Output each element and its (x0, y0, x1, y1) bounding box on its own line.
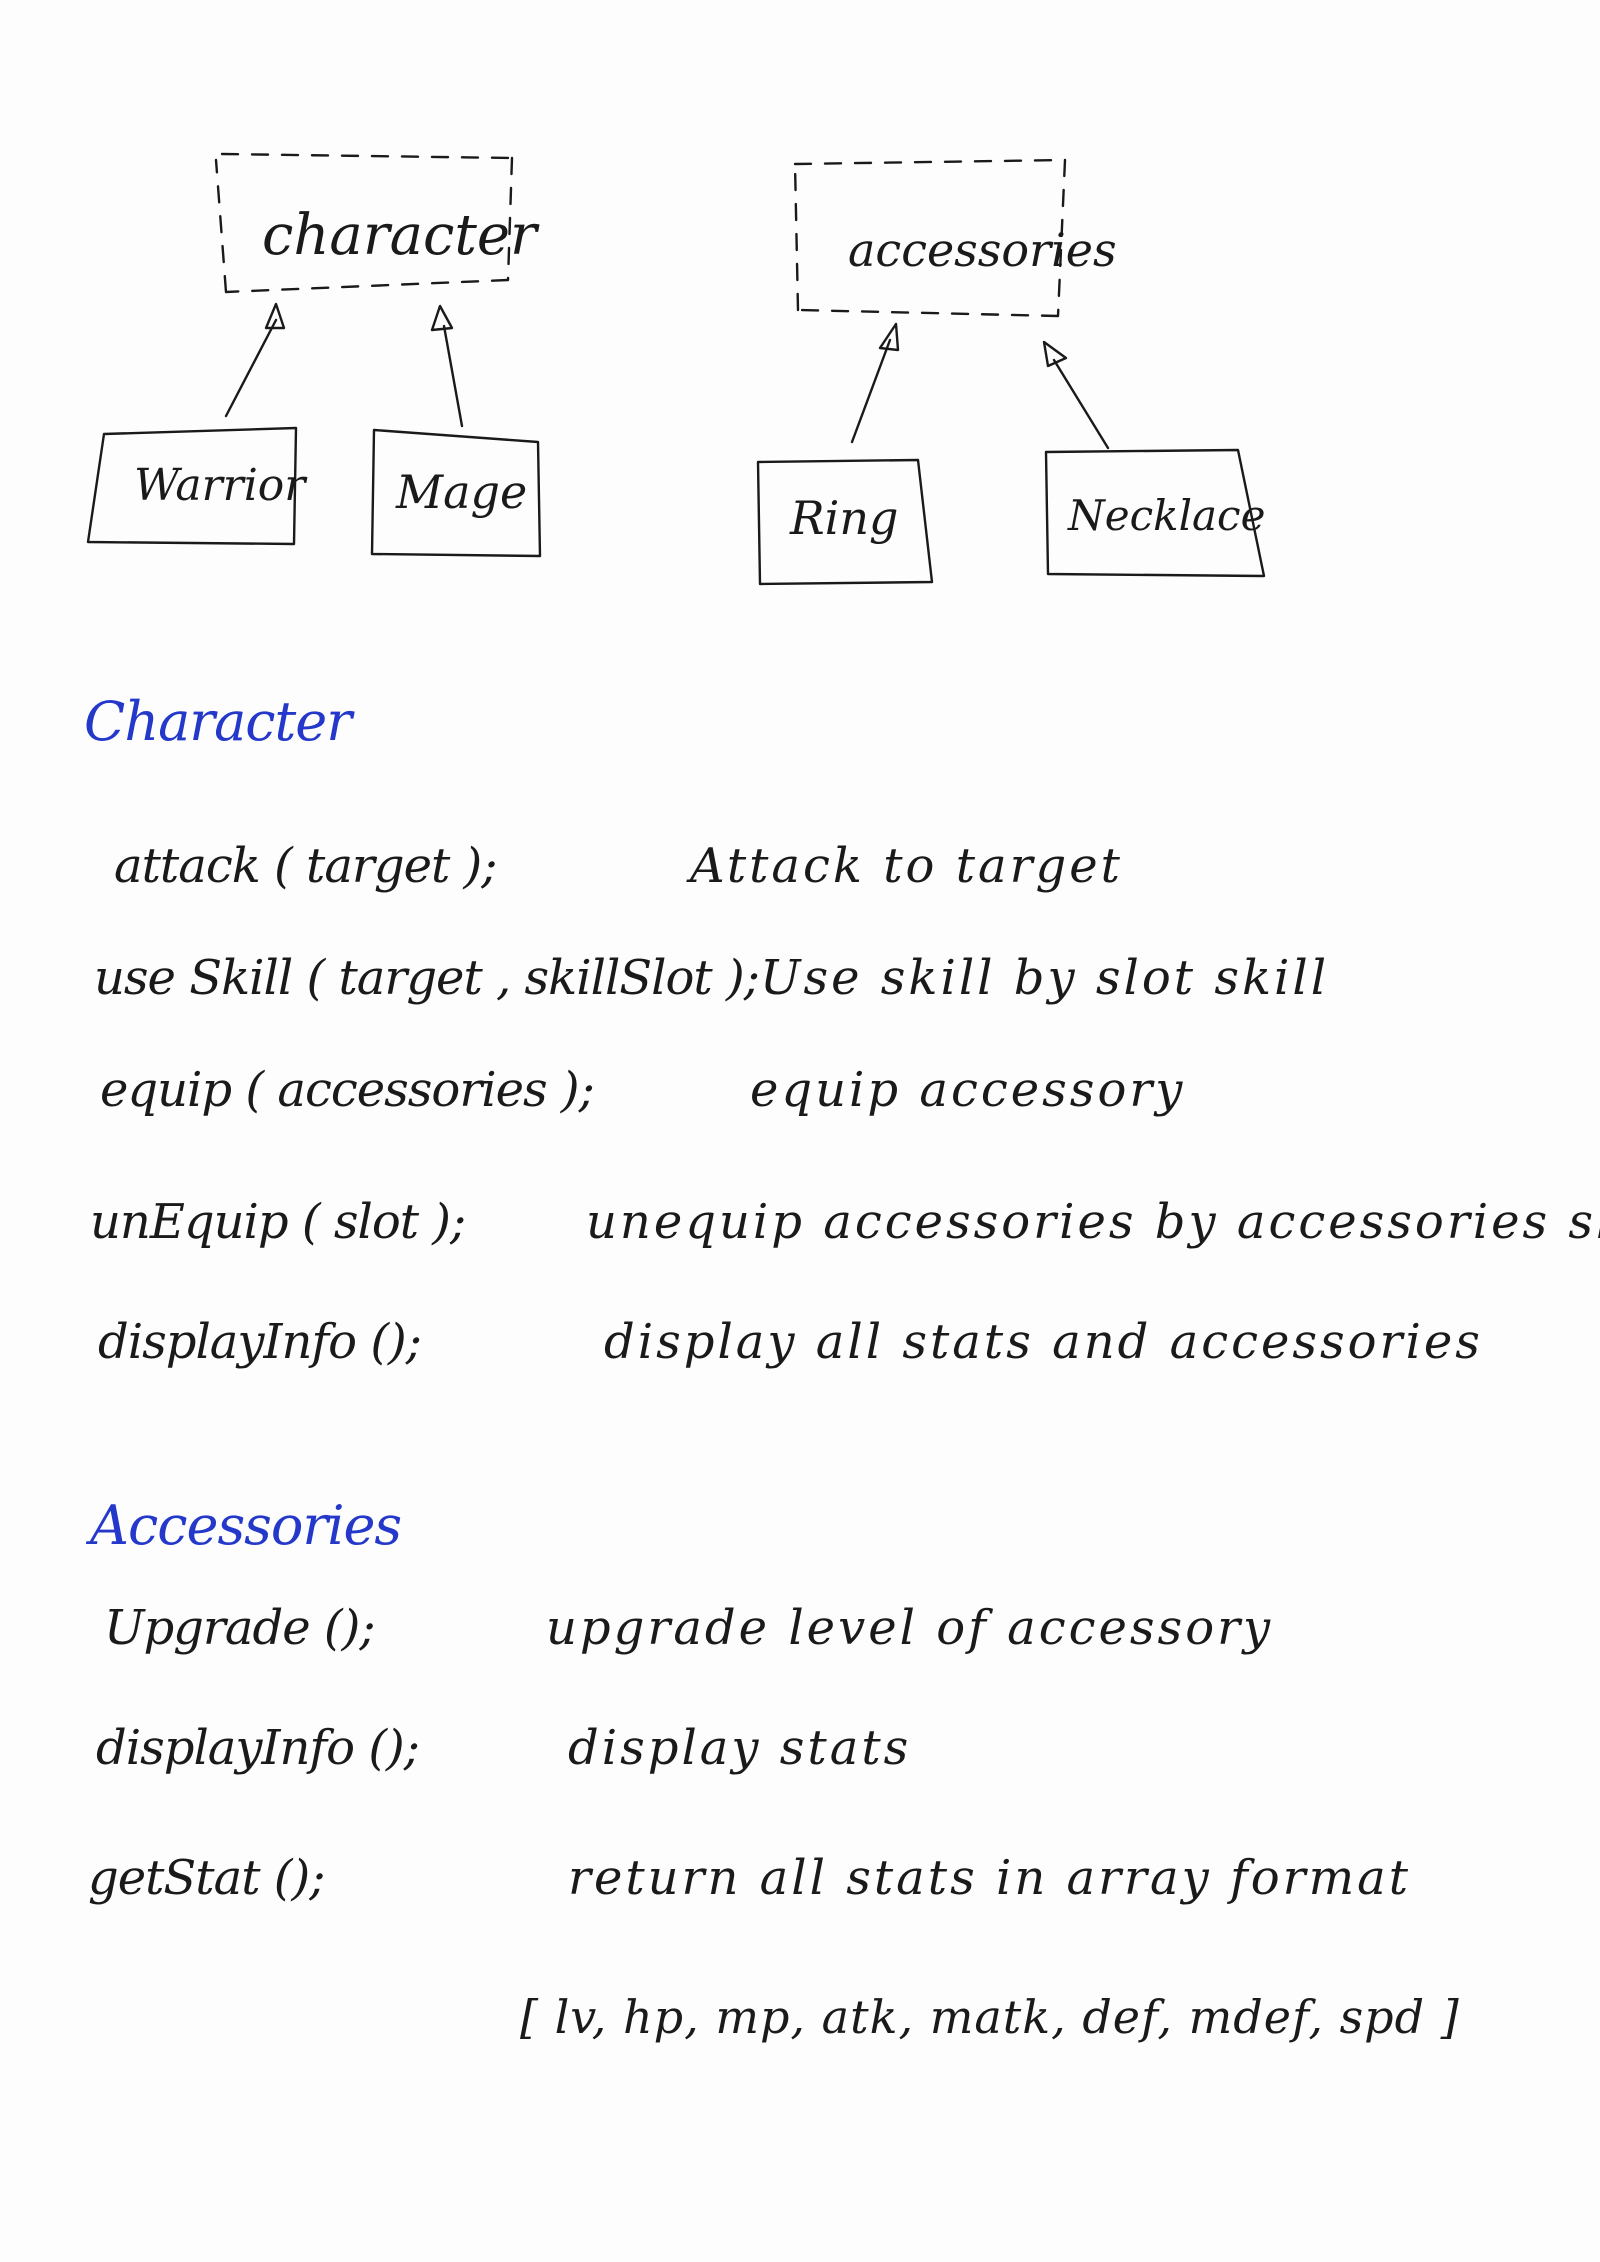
method-signature: attack ( target ); (114, 838, 497, 894)
method-description: upgrade level of accessory (546, 1600, 1274, 1656)
method-row: unEquip ( slot ); unequip accessories by… (0, 1198, 1600, 1278)
arrow-warrior-to-character (224, 302, 286, 418)
interface-accessories-border (793, 158, 1067, 318)
method-row: getStat (); return all stats in array fo… (0, 1854, 1600, 1934)
class-necklace-label: Necklace (1067, 491, 1265, 540)
method-row: use Skill ( target , skillSlot ); Use sk… (0, 954, 1600, 1034)
class-warrior: Warrior (86, 426, 308, 546)
class-ring-label: Ring (789, 491, 898, 545)
method-row: displayInfo (); display stats (0, 1724, 1600, 1804)
method-description: return all stats in array format (568, 1850, 1412, 1906)
arrow-mage-to-character (430, 304, 464, 428)
method-description: unequip accessories by accessories slot (586, 1194, 1600, 1250)
accessories-section-heading: Accessories (90, 1494, 402, 1557)
method-signature: displayInfo (); (96, 1720, 420, 1776)
method-row: equip ( accessories ); equip accessory (0, 1066, 1600, 1146)
class-diagram: character accessories Warrior Mage Ring … (86, 152, 1266, 586)
method-signature: equip ( accessories ); (100, 1062, 595, 1118)
method-signature: use Skill ( target , skillSlot ); (94, 950, 760, 1006)
interface-accessories: accessories (793, 158, 1117, 318)
class-warrior-label: Warrior (134, 460, 308, 511)
method-signature: unEquip ( slot ); (90, 1194, 466, 1250)
class-necklace: Necklace (1044, 448, 1266, 578)
class-ring-border (756, 458, 934, 586)
method-description: display all stats and accessories (604, 1314, 1483, 1370)
method-row: displayInfo (); display all stats and ac… (0, 1318, 1600, 1398)
class-necklace-border (1044, 448, 1266, 578)
arrow-ring-to-accessories (850, 322, 900, 444)
method-signature: Upgrade (); (104, 1600, 375, 1656)
class-mage: Mage (370, 428, 542, 558)
interface-character: character (214, 152, 540, 294)
interface-accessories-label: accessories (848, 223, 1117, 277)
method-signature: displayInfo (); (98, 1314, 422, 1370)
method-row: Upgrade (); upgrade level of accessory (0, 1604, 1600, 1684)
method-row: attack ( target ); Attack to target (0, 842, 1600, 922)
method-signature: getStat (); (88, 1850, 325, 1906)
character-section-heading: Character (84, 690, 352, 753)
arrow-necklace-to-accessories (1042, 340, 1110, 450)
class-mage-label: Mage (395, 465, 527, 519)
class-warrior-border (86, 426, 298, 546)
method-description: equip accessory (750, 1062, 1186, 1118)
class-mage-border (370, 428, 542, 558)
stats-array-format: [ lv, hp, mp, atk, matk, def, mdef, spd … (520, 1990, 1460, 2044)
method-description: display stats (568, 1720, 912, 1776)
interface-character-border (214, 152, 514, 294)
method-description: Use skill by slot skill (760, 950, 1330, 1006)
method-description: Attack to target (690, 838, 1123, 894)
interface-character-label: character (262, 203, 540, 268)
class-ring: Ring (756, 458, 934, 586)
